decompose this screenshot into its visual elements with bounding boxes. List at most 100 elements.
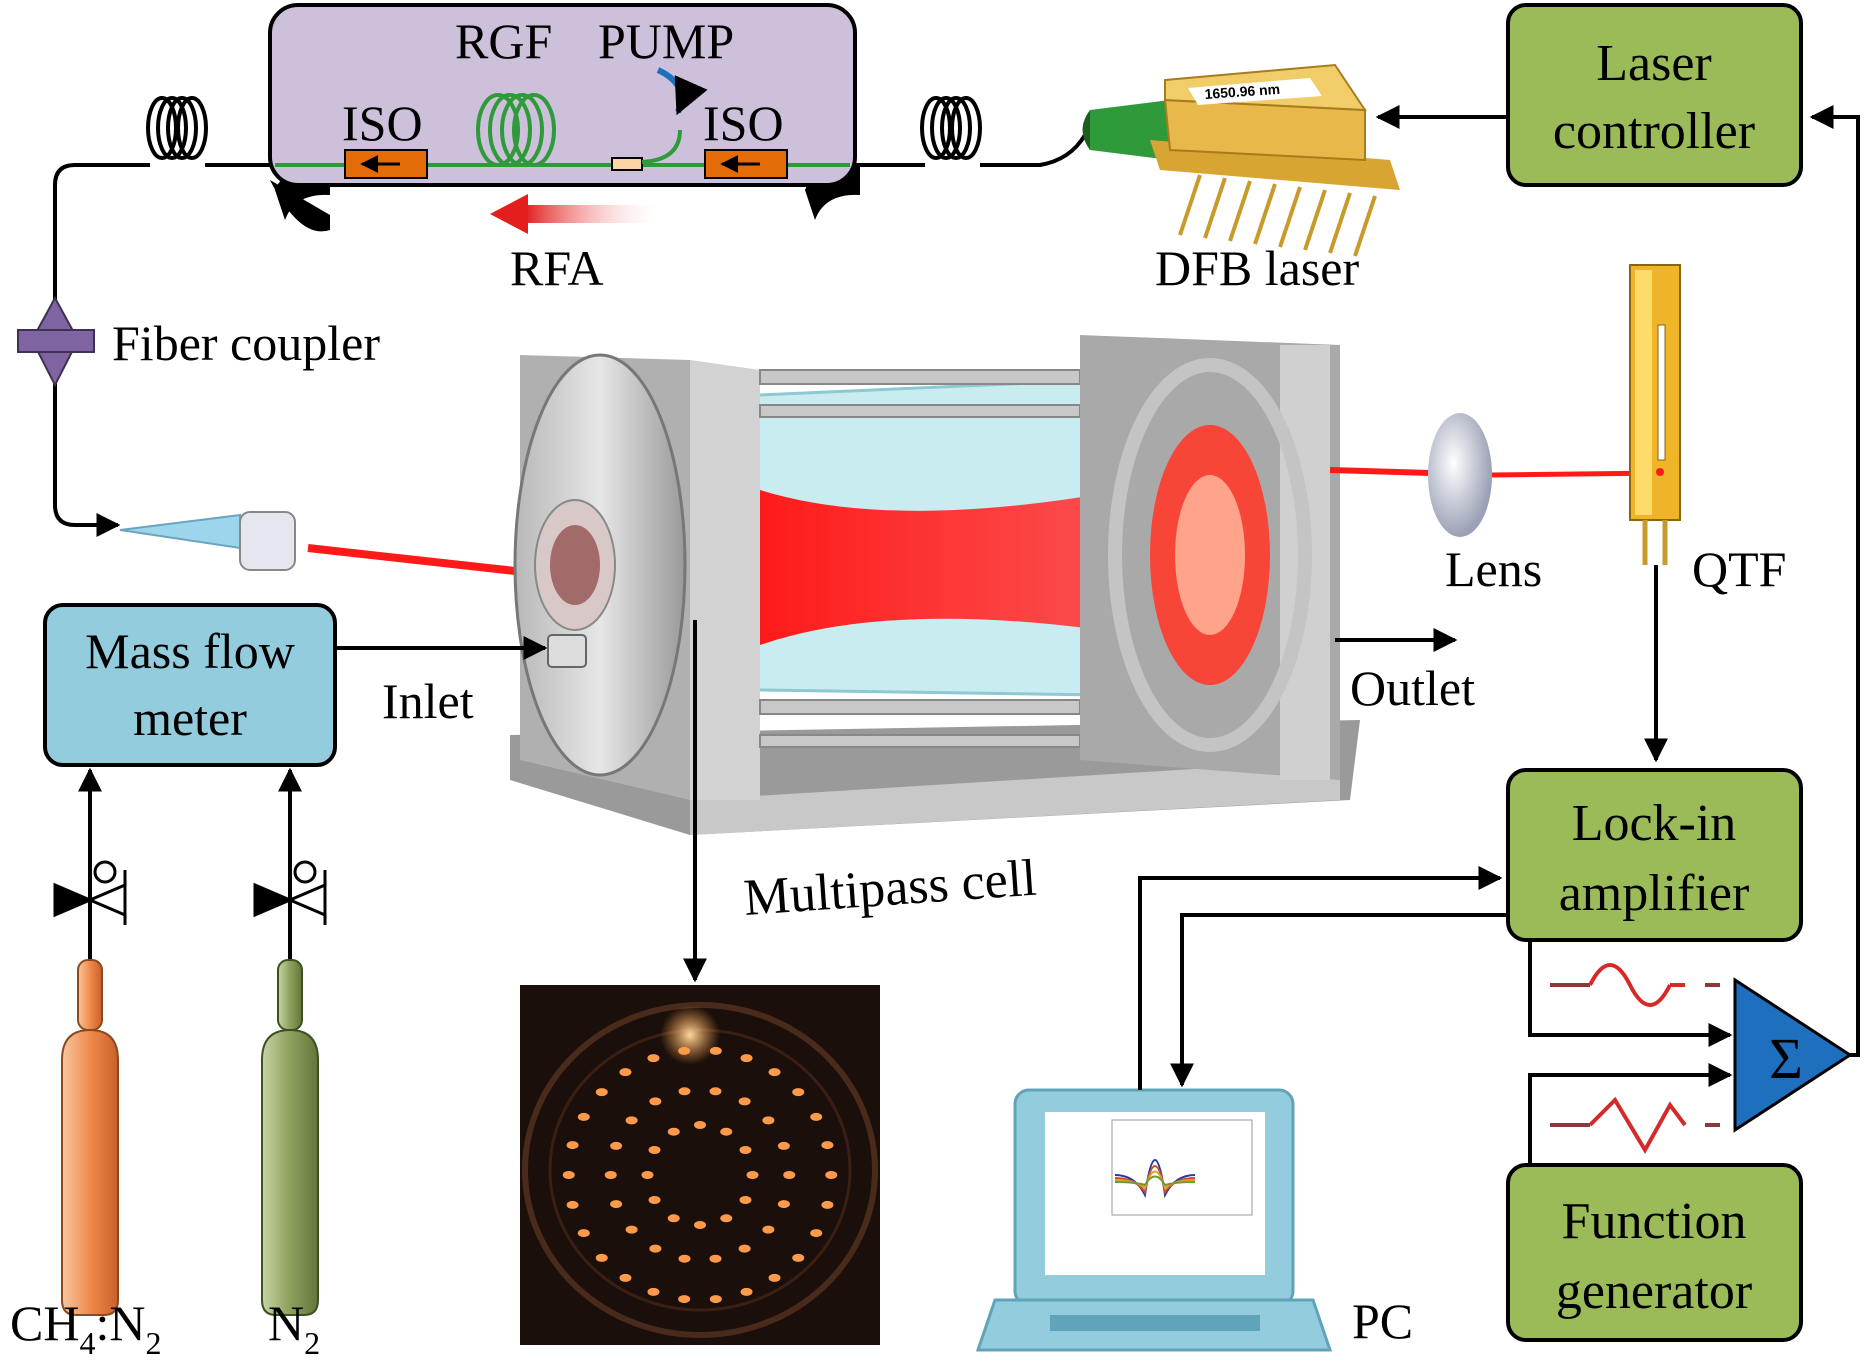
dfb-laser-label: DFB laser: [1155, 240, 1360, 296]
fiber-coil-right-icon: [920, 96, 982, 160]
laser-spot: [792, 1088, 805, 1097]
laser-spot: [604, 1171, 617, 1179]
laser-spot: [746, 1171, 759, 1179]
laser-spot: [649, 1097, 662, 1106]
valve-right-icon: [253, 860, 327, 925]
laser-spot: [762, 1116, 775, 1125]
laser-spot: [610, 1200, 623, 1209]
multipass-cell: [510, 335, 1360, 835]
laser-spot: [821, 1200, 834, 1209]
laser-spot: [678, 1087, 691, 1096]
laser-controller-label-1: Laser: [1596, 35, 1711, 92]
laser-spot: [566, 1200, 579, 1209]
fiber-coil-left-icon: [146, 96, 208, 160]
laser-spot: [768, 1273, 781, 1282]
laser-spot: [678, 1295, 691, 1304]
laser-spot: [709, 1087, 722, 1096]
laser-spot: [694, 1221, 706, 1229]
rfa-direction-arrow-icon: [490, 194, 660, 234]
iso-right-label: ISO: [703, 95, 784, 151]
lockin-label-2: amplifier: [1559, 865, 1750, 922]
qtf-icon: [1629, 264, 1681, 565]
mass-flow-label-1: Mass flow: [85, 623, 295, 679]
laser-spot: [647, 1287, 660, 1296]
function-generator-box: Function generator: [1506, 1163, 1803, 1342]
sawtooth-wave-icon: [1550, 1096, 1720, 1154]
gas2-label: N2: [268, 1295, 320, 1361]
laser-spot: [740, 1287, 753, 1296]
laser-spot: [709, 1254, 722, 1263]
pump-coupler: [611, 157, 643, 171]
laser-spot: [641, 1171, 654, 1179]
dfb-laser-icon: 1650.96 nm: [1082, 63, 1400, 257]
laser-spot: [577, 1112, 590, 1121]
laser-spot: [810, 1229, 823, 1238]
gas1-label: CH4:N2: [10, 1295, 161, 1361]
pc-icon: [975, 1088, 1333, 1352]
output-laser-beam: [1329, 467, 1431, 476]
pc-screen-plot: [1111, 1119, 1253, 1216]
laser-controller-box: Laser controller: [1506, 3, 1803, 187]
laser-spot: [792, 1253, 805, 1262]
rfa-unit: RGF PUMP ISO ISO: [268, 3, 860, 232]
pump-arrow-icon: [656, 67, 708, 116]
multipass-cell-label: Multipass cell: [742, 850, 1038, 927]
isolator-right: [704, 149, 788, 179]
laser-spot: [610, 1141, 623, 1150]
lens-icon: [1428, 413, 1492, 537]
laser-spot: [821, 1141, 834, 1150]
collimator-icon: [119, 511, 296, 571]
laser-spot: [777, 1141, 790, 1150]
iso-left-label: ISO: [342, 95, 423, 151]
laser-spot: [678, 1254, 691, 1263]
function-gen-label-2: generator: [1556, 1263, 1752, 1320]
valve-left-icon: [53, 860, 127, 925]
laser-spot: [619, 1273, 632, 1282]
fiber-path: [53, 133, 1087, 537]
laser-spot: [678, 1046, 691, 1055]
sine-wave-icon: [1550, 963, 1720, 1007]
laser-spot: [647, 1054, 660, 1063]
dfb-wavelength-label: 1650.96 nm: [1204, 81, 1280, 102]
laser-spot: [783, 1171, 796, 1179]
lockin-amplifier-box: Lock-in amplifier: [1506, 768, 1803, 942]
laser-spot: [709, 1046, 722, 1055]
laser-spot: [694, 1121, 706, 1129]
sigma-label: Σ: [1769, 1026, 1803, 1091]
laser-spot: [649, 1244, 662, 1253]
pc-label: PC: [1352, 1293, 1413, 1349]
rgf-label: RGF: [455, 13, 552, 69]
laser-spot: [738, 1244, 751, 1253]
laser-spot: [738, 1097, 751, 1106]
laser-spot: [777, 1200, 790, 1209]
laser-spot: [739, 1146, 752, 1154]
laser-spot: [648, 1196, 661, 1204]
laser-controller-label-2: controller: [1553, 103, 1755, 160]
laser-spot: [762, 1225, 775, 1234]
lens-label: Lens: [1445, 541, 1542, 597]
laser-spot: [709, 1295, 722, 1304]
lockin-label-1: Lock-in: [1572, 795, 1737, 852]
inlet-nozzle-icon: [547, 634, 587, 668]
laser-spot: [810, 1112, 823, 1121]
spot-pattern-image: [520, 985, 880, 1345]
laser-spot: [625, 1225, 638, 1234]
laser-spot: [825, 1171, 838, 1179]
gas-cylinder-n2-icon: [261, 959, 319, 1316]
laser-spot: [577, 1229, 590, 1238]
laser-spot: [667, 1127, 680, 1136]
laser-spot: [566, 1141, 579, 1150]
laser-spot: [739, 1196, 752, 1204]
fiber-coupler-icon: [17, 295, 95, 388]
mass-flow-label-2: meter: [133, 690, 247, 746]
summer-icon: Σ: [1733, 977, 1853, 1133]
inlet-label: Inlet: [382, 673, 474, 729]
gas-cylinder-ch4-icon: [61, 959, 119, 1316]
pump-label: PUMP: [598, 13, 734, 69]
laser-spot: [768, 1068, 781, 1077]
laser-spot: [562, 1171, 575, 1179]
laser-spot: [667, 1214, 680, 1223]
mass-flow-meter-box: Mass flow meter: [43, 603, 337, 767]
laser-spot: [595, 1253, 608, 1262]
